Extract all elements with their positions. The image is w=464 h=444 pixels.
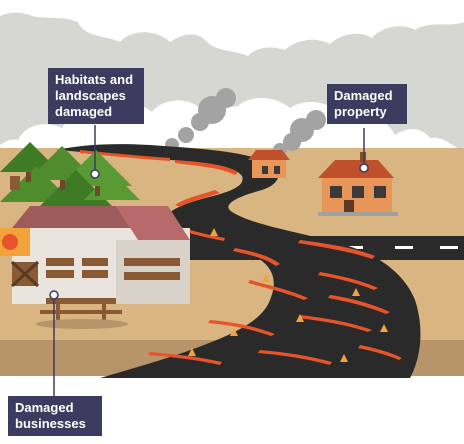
label-businesses-line1: Damaged [15,400,74,415]
road-marking [345,246,363,249]
picnic-bench [40,298,122,322]
smoke-plume-right [273,110,326,157]
lava-glow-streaks [80,150,402,365]
road-marking [440,246,458,249]
label-habitats-line2: landscapes [55,88,126,103]
pointer-dot-habitats [90,169,100,179]
tree-trunk [60,180,65,190]
label-habitats-damaged: Habitats and landscapes damaged [48,68,144,124]
smoke-cloud-top [0,0,464,56]
bench-shadow [36,319,128,329]
label-businesses-line2: businesses [15,416,86,431]
label-property-line2: property [334,104,387,119]
tree-trunk [26,172,31,182]
pointer-dot-businesses [49,290,59,300]
damaged-business-building [0,206,190,304]
tree-stump [10,176,20,190]
forest [0,142,140,206]
label-habitats-line3: damaged [55,104,113,119]
tree-trunk [95,186,100,196]
label-damaged-property: Damaged property [327,84,407,124]
lava-flames [188,228,388,362]
pointer-dot-property [359,163,369,173]
distant-house [248,150,290,178]
road-marking [395,246,413,249]
damaged-property-house [318,152,398,216]
label-damaged-businesses: Damaged businesses [8,396,102,436]
label-habitats-line1: Habitats and [55,72,134,87]
label-property-line1: Damaged [334,88,393,103]
